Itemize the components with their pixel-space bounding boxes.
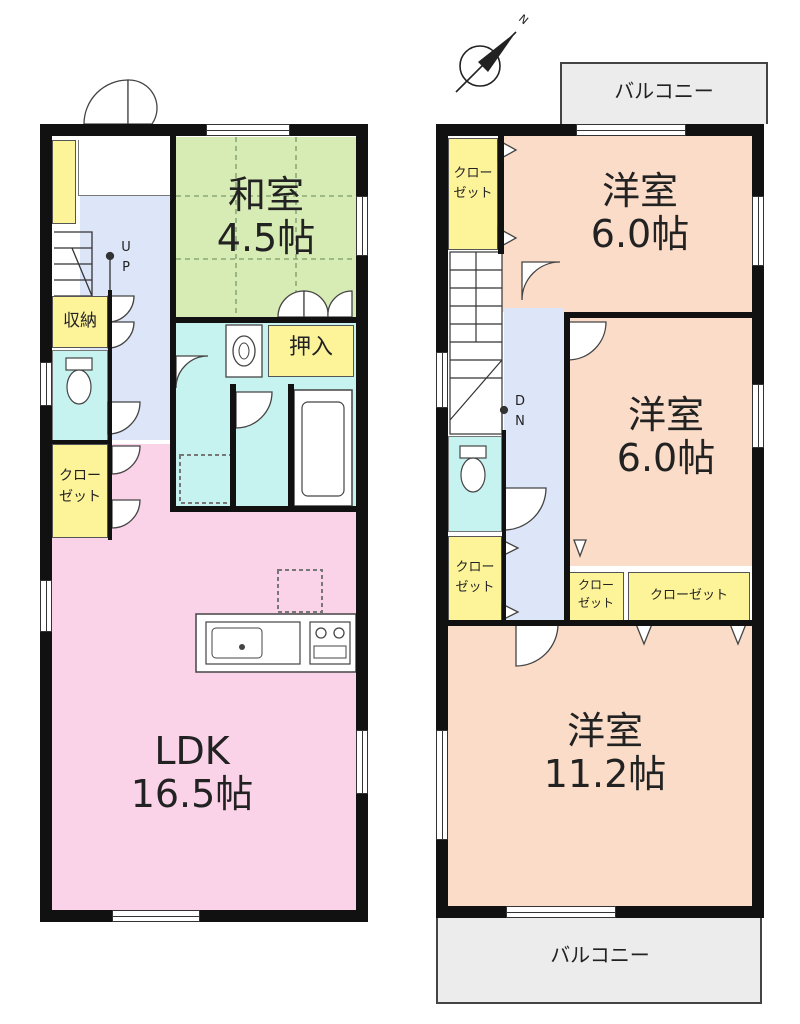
stove-icon <box>309 621 351 665</box>
tatami-lines <box>176 137 356 317</box>
ldk-room <box>47 510 356 910</box>
wall <box>288 384 294 508</box>
fixtures-2f <box>459 138 747 667</box>
bathtub-icon <box>293 389 353 507</box>
balcony-bottom-label: バルコニー <box>550 943 650 967</box>
oshiire <box>268 325 354 377</box>
stairs-2f <box>449 251 509 436</box>
wall <box>752 124 764 918</box>
wall <box>436 124 448 918</box>
shoe-cabinet <box>52 140 76 224</box>
closet-2f-small <box>568 572 624 622</box>
fixtures-1f <box>65 79 357 673</box>
closet-2f-small-label: クローゼット <box>577 578 614 610</box>
japanese-room <box>176 137 356 317</box>
window <box>752 384 764 448</box>
storage-1f <box>52 296 108 348</box>
wall <box>170 317 356 323</box>
hallway-2f <box>504 308 564 626</box>
wall <box>498 136 504 254</box>
wall <box>230 384 236 508</box>
japanese-room-label: 和室 4.5帖 <box>216 173 316 260</box>
entrance <box>78 140 174 196</box>
toilet-icon <box>65 357 93 405</box>
wall <box>40 124 52 922</box>
western-room-c <box>448 624 752 908</box>
balcony-top <box>560 62 768 124</box>
wall <box>108 290 112 540</box>
window <box>206 124 290 136</box>
window <box>40 580 52 632</box>
closet-1f <box>52 444 108 538</box>
window <box>752 196 764 266</box>
window <box>356 730 368 794</box>
wall <box>564 312 570 626</box>
wall <box>448 620 752 626</box>
washbasin-icon <box>225 324 263 378</box>
oshiire-label: 押入 <box>288 335 333 360</box>
closet-1f-label: クローゼット <box>59 468 101 505</box>
closet-2f-top-label: クローゼット <box>453 166 493 201</box>
balcony-top-label: バルコニー <box>614 79 714 103</box>
toilet-icon <box>459 445 487 493</box>
window <box>506 906 616 918</box>
wall <box>502 430 506 626</box>
western-room-b-label: 洋室 6.0帖 <box>616 393 716 480</box>
wall <box>564 312 752 318</box>
window <box>112 910 200 922</box>
wall <box>356 124 368 922</box>
closet-2f-wide-label: クローゼット <box>649 588 728 603</box>
window <box>40 362 52 406</box>
balcony-bottom <box>436 918 762 1004</box>
western-room-b <box>568 318 752 566</box>
ldk-label: LDK 16.5帖 <box>130 729 254 816</box>
closet-2f-mid-label: クローゼット <box>455 560 495 595</box>
wall <box>170 136 176 512</box>
storage-label: 収納 <box>63 311 97 331</box>
wall <box>170 506 356 512</box>
closet-2f-top <box>448 138 498 250</box>
western-room-a-label: 洋室 6.0帖 <box>590 169 690 256</box>
window <box>436 730 448 840</box>
western-room-a <box>500 136 752 312</box>
window <box>356 196 368 256</box>
closet-2f-mid <box>448 536 502 622</box>
window <box>576 124 686 136</box>
wall <box>52 440 112 444</box>
window <box>436 352 448 408</box>
western-room-c-label: 洋室 11.2帖 <box>543 709 667 796</box>
